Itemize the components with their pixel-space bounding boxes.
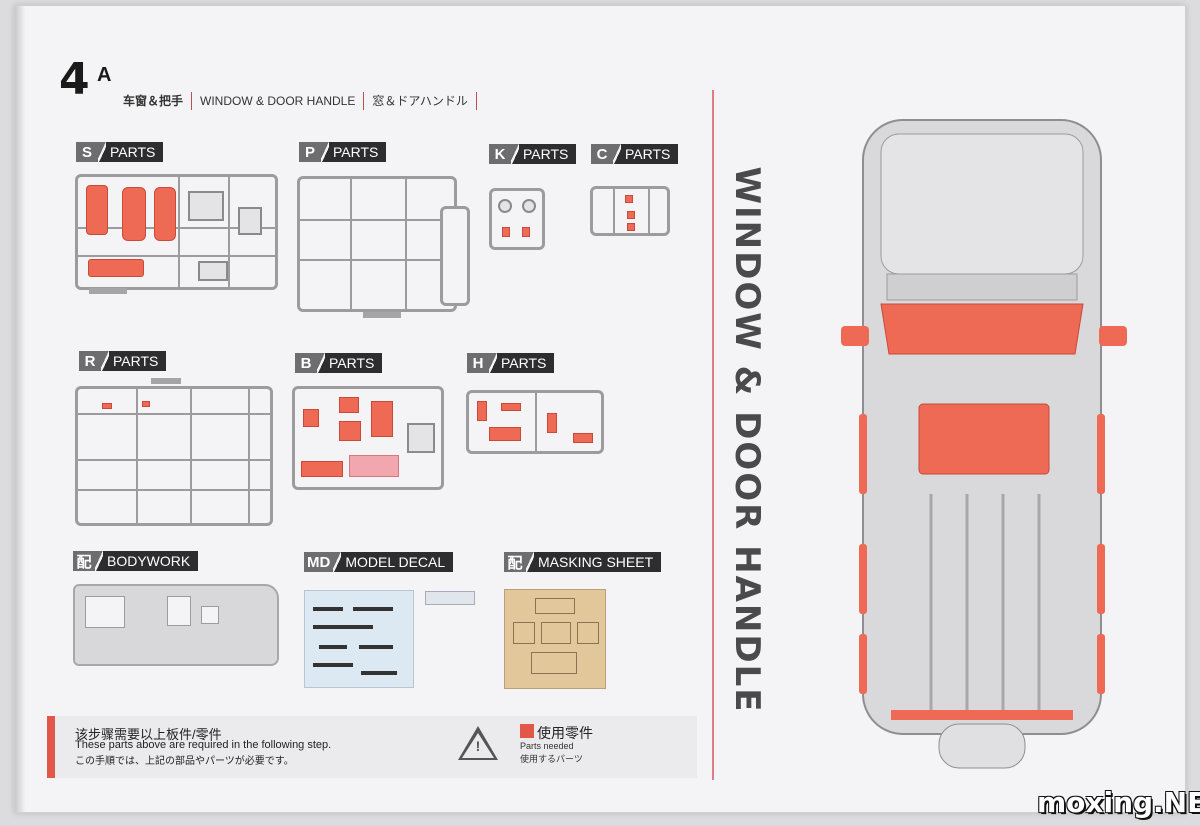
parts-label-h: H PARTS <box>467 353 555 373</box>
title-zh: 车窗＆把手 <box>123 92 193 110</box>
parts-text: PARTS <box>497 353 555 373</box>
extra-code: 配 <box>504 552 526 572</box>
parts-text: PARTS <box>106 142 164 162</box>
step-number: 4 <box>59 54 90 105</box>
parts-code: S <box>76 142 98 162</box>
bodywork-image <box>73 584 279 666</box>
sprue-tab <box>363 312 401 318</box>
extra-code: MD <box>304 552 334 572</box>
parts-label-b: B PARTS <box>295 353 383 373</box>
legend-en: Parts needed <box>520 741 574 751</box>
parts-label-p: P PARTS <box>299 142 387 162</box>
sprue-p-ext <box>440 206 470 306</box>
parts-code: C <box>591 144 613 164</box>
page-spine <box>15 6 25 812</box>
parts-text: PARTS <box>325 353 383 373</box>
parts-label-k: K PARTS <box>489 144 577 164</box>
parts-text: PARTS <box>329 142 387 162</box>
decal-sheet-image <box>304 590 414 688</box>
parts-label-c: C PARTS <box>591 144 679 164</box>
note-accent-bar <box>47 716 55 778</box>
extra-text: BODYWORK <box>103 551 199 571</box>
exclamation-icon: ! <box>475 738 481 754</box>
masking-sheet-image <box>504 589 606 689</box>
legend-jp: 使用するパーツ <box>520 754 583 764</box>
sprue-tab <box>89 288 127 294</box>
sprue-s <box>75 174 278 290</box>
sprue-c <box>590 186 670 236</box>
sprue-b <box>292 386 444 490</box>
extra-label-mask: 配 MASKING SHEET <box>504 552 662 572</box>
parts-code: K <box>489 144 511 164</box>
car-top-view-image <box>841 119 1127 769</box>
parts-text: PARTS <box>621 144 679 164</box>
page-divider <box>712 90 714 780</box>
parts-text: PARTS <box>109 351 167 371</box>
parts-text: PARTS <box>519 144 577 164</box>
note-en: These parts above are required in the fo… <box>75 739 332 751</box>
extra-label-bodywork: 配 BODYWORK <box>73 551 199 571</box>
note-zh: 该步骤需要以上板件/零件 <box>75 727 222 742</box>
instruction-page: 4 A 车窗＆把手 WINDOW & DOOR HANDLE 窓＆ドアハンドル … <box>14 5 1200 819</box>
vertical-title: WINDOW & DOOR HANDLE <box>727 167 767 714</box>
sprue-r <box>75 386 273 526</box>
sprue-k <box>489 188 545 250</box>
parts-label-s: S PARTS <box>76 142 164 162</box>
legend-zh: 使用零件 <box>537 725 593 741</box>
extra-text: MODEL DECAL <box>341 552 454 572</box>
extra-label-decal: MD MODEL DECAL <box>304 552 454 572</box>
parts-code: H <box>467 353 489 373</box>
parts-code: R <box>79 351 101 371</box>
vertical-title-text: WINDOW & DOOR HANDLE <box>727 166 767 714</box>
note-jp: この手順では、上記の部品やパーツが必要です。 <box>75 756 294 767</box>
sprue-h <box>466 390 604 454</box>
step-title: 车窗＆把手 WINDOW & DOOR HANDLE 窓＆ドアハンドル <box>123 92 477 110</box>
extra-text: MASKING SHEET <box>534 552 662 572</box>
title-jp: 窓＆ドアハンドル <box>364 92 477 110</box>
note-box <box>47 716 697 778</box>
extra-code: 配 <box>73 551 95 571</box>
decal-mini-image <box>425 591 475 605</box>
sprue-tab <box>151 378 181 384</box>
watermark: moxing.NET <box>1037 786 1200 819</box>
parts-needed-swatch <box>520 724 534 738</box>
parts-code: B <box>295 353 317 373</box>
parts-label-r: R PARTS <box>79 351 167 371</box>
parts-code: P <box>299 142 321 162</box>
title-en: WINDOW & DOOR HANDLE <box>192 92 365 110</box>
step-sub-letter: A <box>97 64 112 86</box>
sprue-p <box>297 176 457 312</box>
